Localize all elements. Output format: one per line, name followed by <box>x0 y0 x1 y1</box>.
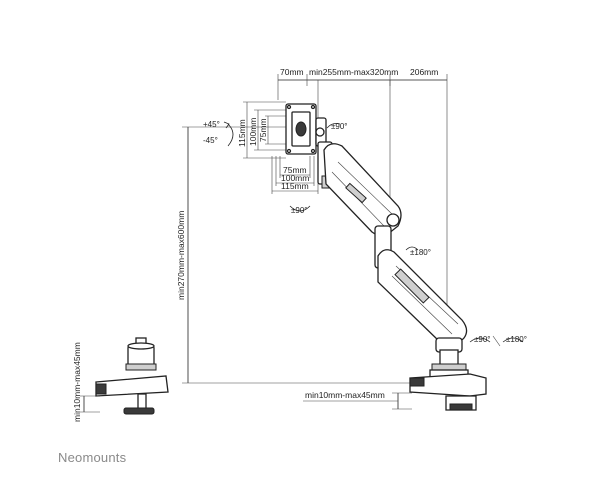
rot-tilt-down: -45° <box>203 136 218 145</box>
rot-base-rotation: ±180° <box>506 335 527 344</box>
rotation-labels: +45° -45° ±90° ±90° ±180° ±90° ±180° <box>203 120 527 344</box>
dim-height-range: min270mm-max600mm <box>176 211 186 300</box>
dim-top-right: 206mm <box>410 67 438 77</box>
rot-arm-rotation: ±180° <box>410 248 431 257</box>
dim-vesa-75-h: 75mm <box>283 165 307 175</box>
dim-vesa-100-v: 100mm <box>248 118 258 146</box>
dim-clamp-bottom: min10mm-max45mm <box>305 390 385 400</box>
dim-vesa-115-h: 115mm <box>281 181 309 191</box>
dim-vesa-100-h: 100mm <box>281 173 309 183</box>
dim-vesa-115-v: 115mm <box>237 119 247 147</box>
rot-tilt-up: +45° <box>203 120 220 129</box>
rot-swivel-joint: ±90° <box>291 206 308 215</box>
rot-swivel-head: ±90° <box>331 122 348 131</box>
dim-clamp-left: min10mm-max45mm <box>72 342 82 422</box>
monitor-arm <box>285 103 487 411</box>
rot-base-swivel: ±90° <box>474 335 491 344</box>
clamp-detail <box>95 337 169 415</box>
brand-logo-text: Neomounts <box>58 450 127 465</box>
dimension-labels: 70mm min255mm-max320mm 206mm 115mm 100mm… <box>72 67 438 422</box>
dim-top-mid: min255mm-max320mm <box>309 67 398 77</box>
rotation-arrows <box>223 121 524 347</box>
dim-vesa-75-v: 75mm <box>258 118 268 142</box>
dim-top-left: 70mm <box>280 67 304 77</box>
desk-clamp <box>409 373 487 397</box>
